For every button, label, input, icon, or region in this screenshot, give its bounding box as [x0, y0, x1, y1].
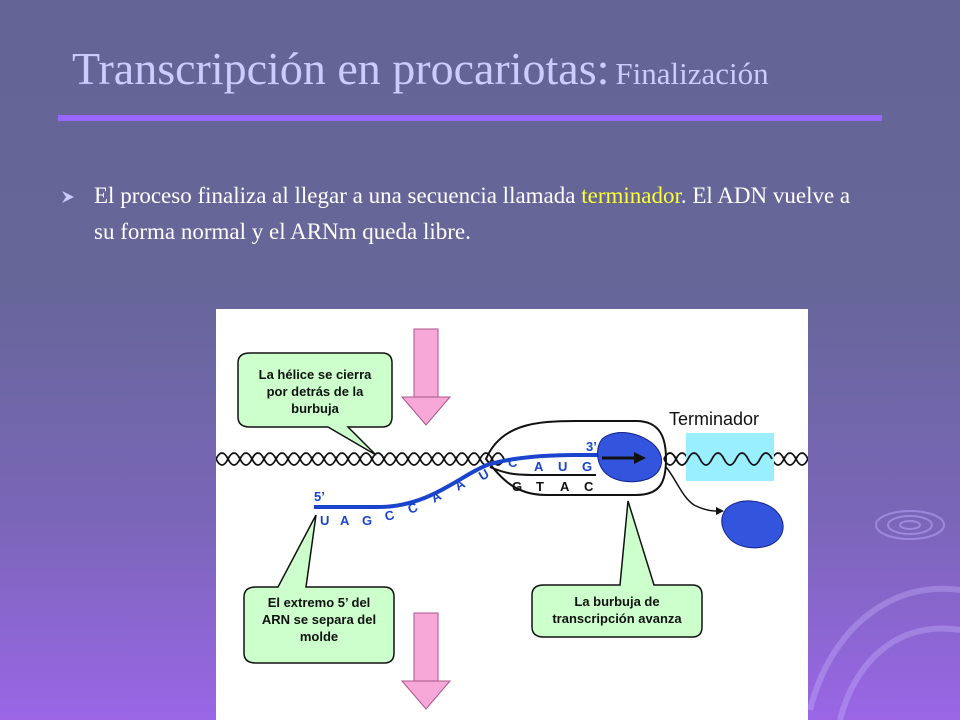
rna-base: G	[362, 513, 372, 528]
rna-base: C	[383, 507, 396, 524]
rna-base: A	[340, 513, 350, 528]
label-5prime: 5’	[314, 489, 325, 504]
slide-title: Transcripción en procariotas:Finalizació…	[72, 42, 769, 95]
rna-base: C	[508, 455, 518, 470]
bullet-point: El proceso finaliza al llegar a una secu…	[62, 178, 862, 250]
callout-bubble-advances: La burbuja de transcripción avanza	[531, 500, 703, 638]
label-3prime: 3’	[586, 439, 597, 454]
dna-base: C	[584, 479, 594, 494]
direction-arrow-icon	[602, 452, 646, 464]
title-underline	[58, 115, 882, 121]
decorative-swirl-icon	[807, 510, 960, 720]
callout-top-line-1: La hélice se cierra	[259, 367, 373, 382]
dna-helix-terminator	[663, 452, 773, 466]
bullet-text: El proceso finaliza al llegar a una secu…	[94, 178, 862, 250]
release-arrow	[665, 466, 717, 512]
bullet-arrow-icon	[62, 191, 74, 203]
released-polymerase	[721, 500, 784, 549]
dna-helix-left	[216, 452, 505, 466]
rna-base: A	[534, 459, 544, 474]
pink-arrow-top-icon	[400, 328, 452, 426]
bullet-text-before: El proceso finaliza al llegar a una secu…	[94, 183, 582, 208]
terminator-label: Terminador	[669, 409, 759, 429]
transcription-diagram: Terminador U A G C C A A U C A U G G T A…	[216, 309, 808, 720]
dna-base: T	[536, 479, 544, 494]
terminator-box	[686, 433, 774, 481]
pink-arrow-bottom-icon	[400, 612, 452, 710]
callout-top-line-2: por detrás de la	[267, 384, 365, 399]
slide-title-main: Transcripción en procariotas:	[72, 43, 610, 94]
callout-left-line-3: molde	[300, 629, 338, 644]
rna-base: U	[558, 459, 567, 474]
rna-base: U	[476, 466, 492, 484]
bullet-highlight-term: terminador	[581, 183, 681, 208]
dna-base: G	[512, 479, 522, 494]
rna-base: U	[320, 513, 329, 528]
callout-top-line-3: burbuja	[291, 401, 339, 416]
rna-strand	[314, 453, 606, 509]
transcription-bubble	[484, 420, 668, 496]
bullet-text-after: . El ADN vuelve a su forma normal y el A…	[94, 183, 851, 244]
callout-right-line-2: transcripción avanza	[552, 611, 682, 626]
callout-5prime-separates: El extremo 5’ del ARN se separa del mold…	[243, 514, 395, 664]
dna-template-strand	[489, 466, 596, 476]
rna-base: G	[582, 459, 592, 474]
slide-title-sub: Finalización	[615, 56, 769, 91]
dna-base: A	[560, 479, 570, 494]
callout-helix-closes: La hélice se cierra por detrás de la bur…	[237, 352, 393, 456]
callout-right-line-1: La burbuja de	[574, 594, 659, 609]
callout-left-line-2: ARN se separa del	[262, 612, 376, 627]
callout-left-line-1: El extremo 5’ del	[268, 595, 371, 610]
